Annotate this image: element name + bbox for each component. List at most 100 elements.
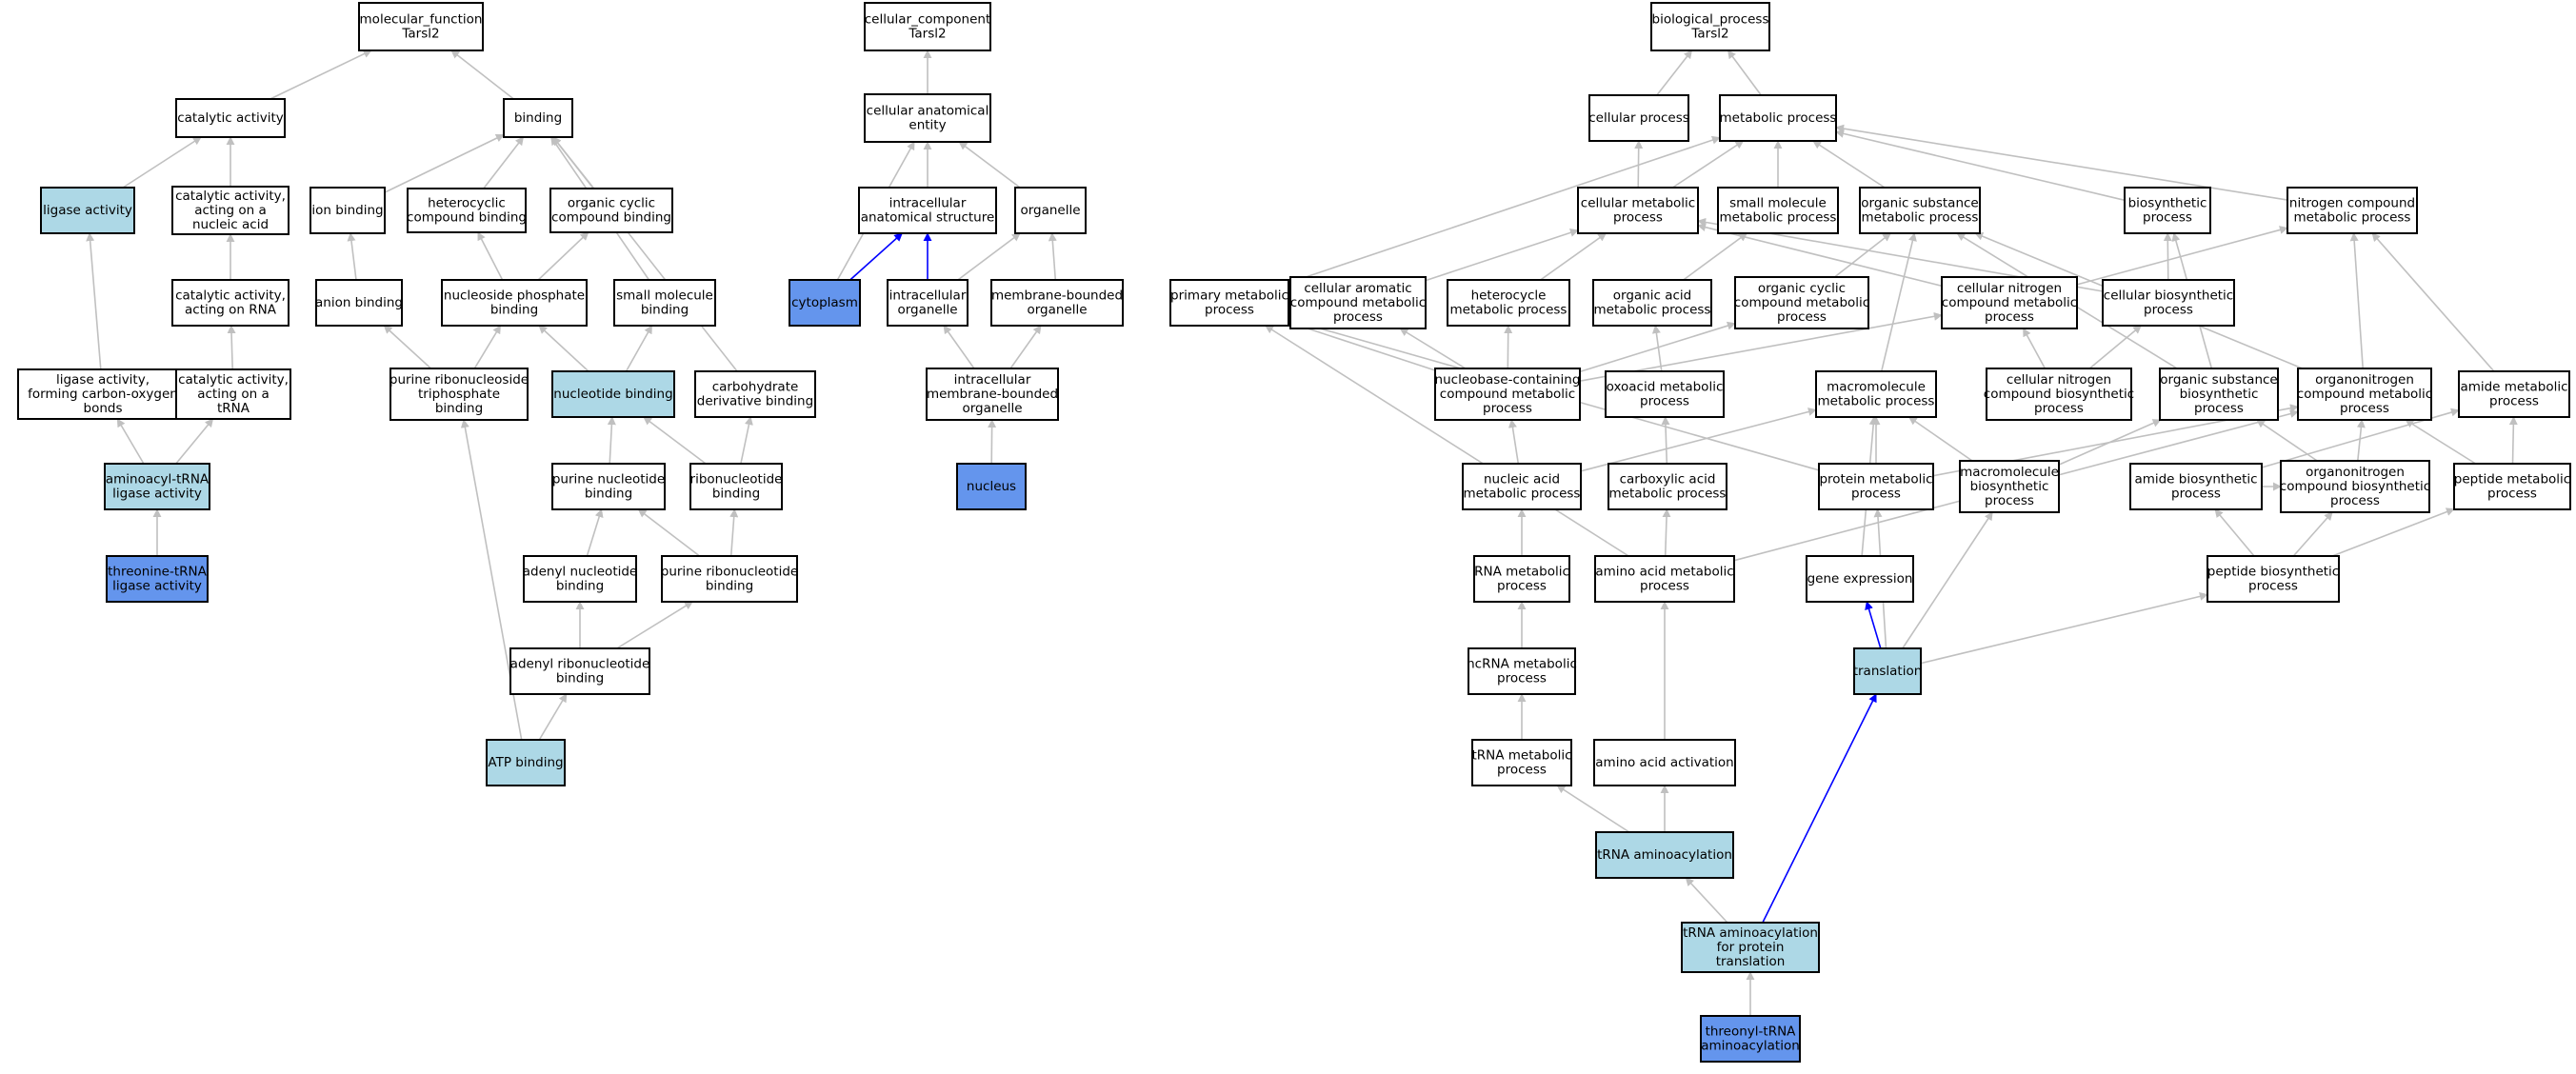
node-ligco[interactable]: ligase activity,forming carbon-oxygenbon… xyxy=(17,368,189,420)
node-label: catalytic activity xyxy=(177,110,284,126)
edge-adenylribob-to-purribob xyxy=(616,601,693,649)
node-label: compound biosynthetic xyxy=(1984,387,2134,402)
node-label: acting on RNA xyxy=(185,303,277,318)
node-label: entity xyxy=(909,118,946,133)
node-catrna[interactable]: catalytic activity,acting on RNA xyxy=(171,279,290,327)
node-organelle[interactable]: organelle xyxy=(1014,187,1087,234)
node-box xyxy=(549,188,673,233)
edge-peptmet-to-orgnitmet xyxy=(2405,419,2477,465)
node-trnaaa[interactable]: tRNA aminoacylation xyxy=(1595,831,1734,879)
node-label: organic cyclic xyxy=(568,196,655,211)
node-nucb[interactable]: nucleotide binding xyxy=(551,370,675,418)
node-box xyxy=(956,463,1027,510)
node-aaact[interactable]: amino acid activation xyxy=(1593,739,1736,786)
node-label: molecular_function xyxy=(360,12,483,28)
node-translation[interactable]: translation xyxy=(1853,647,1923,695)
node-metproc[interactable]: metabolic process xyxy=(1719,94,1837,142)
node-label: process xyxy=(2489,394,2539,409)
node-anionb[interactable]: anion binding xyxy=(315,279,403,327)
node-ligase[interactable]: ligase activity xyxy=(40,187,135,234)
node-binding[interactable]: binding xyxy=(503,98,573,138)
edge-cattrna-to-catrna xyxy=(227,325,236,370)
node-cytoplasm[interactable]: cytoplasm xyxy=(789,279,861,327)
node-box xyxy=(1014,187,1087,234)
node-box xyxy=(1853,647,1922,695)
node-label: heterocycle xyxy=(1471,288,1547,304)
node-geneexp[interactable]: gene expression xyxy=(1806,555,1914,603)
node-box xyxy=(694,370,816,418)
edge-aamet-to-carboxmet xyxy=(1662,508,1671,557)
edge-trnaaa-to-trnamet xyxy=(1556,785,1630,833)
node-label: membrane-bounded xyxy=(927,387,1058,402)
node-label: RNA metabolic xyxy=(1474,565,1569,580)
node-cellproc[interactable]: cellular process xyxy=(1588,94,1689,142)
node-ionb[interactable]: ion binding xyxy=(310,187,386,234)
node-nucleus[interactable]: nucleus xyxy=(956,463,1027,510)
node-box xyxy=(887,279,968,327)
node-box xyxy=(1434,368,1581,421)
edge-nucphosb-to-hetcb xyxy=(477,231,504,281)
node-cat[interactable]: catalytic activity xyxy=(175,98,286,138)
node-label: compound binding xyxy=(551,210,671,226)
node-atpb[interactable]: ATP binding xyxy=(486,739,566,786)
edge-cellbio-to-biosyn xyxy=(2163,232,2172,281)
node-label: organelle xyxy=(897,303,957,318)
